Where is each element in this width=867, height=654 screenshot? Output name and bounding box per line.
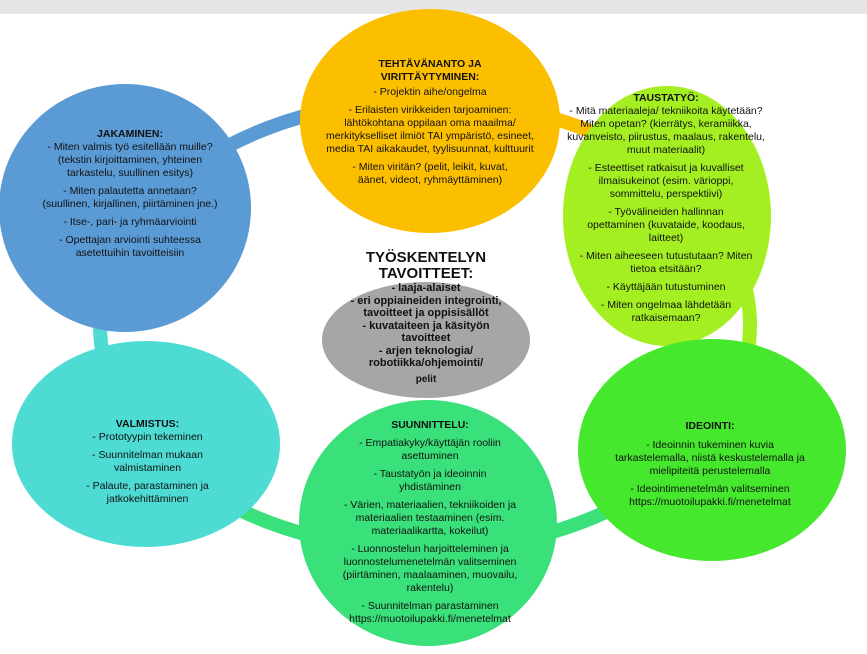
node-item: - Itse-, pari- ja ryhmäarviointi [63,216,197,228]
node-item: - Miten viritän? (pelit, leikit, kuvat, … [352,161,508,186]
node-item: - Luonnostelun harjoitteleminen ja luonn… [342,543,518,594]
node-item: - laaja-alaiset [391,282,461,294]
node-item: - Projektin aihe/ongelma [373,86,487,98]
node-item: - Miten palautetta annetaan? (suullinen,… [42,185,218,210]
node-shape-tehtavananto [300,9,560,233]
node-item: - Miten valmis työ esitellään muille? (t… [47,141,213,179]
node-title: TEHTÄVÄNANTO JA VIRITTÄYTYMINEN: [378,58,482,83]
node-title: VALMISTUS: [115,418,180,430]
node-taustatyo: TAUSTATYÖ: - Mitä materiaaleja/ tekniiko… [566,92,766,332]
node-item: - Miten aiheeseen tutustutaan? Miten tie… [579,250,753,275]
node-item: - Erilaisten virikkeiden tarjoaminen: lä… [326,104,534,155]
node-valmistus: VALMISTUS: - Prototyypin tekeminen - Suu… [70,418,225,508]
node-item: - eri oppiaineiden integrointi, tavoitte… [350,294,502,320]
node-item: - Suunnitelman parastaminen https://muot… [349,600,511,625]
node-shape-taustatyo [563,86,771,346]
node-title: JAKAMINEN: [97,128,163,140]
node-title: IDEOINTI: [685,420,735,432]
node-shape-tavoitteet [322,282,530,398]
node-title: SUUNNITTELU: [391,419,469,431]
node-title: TAUSTATYÖ: [633,92,699,104]
node-shape-suunnittelu [299,400,557,646]
node-shape-jakaminen [0,84,251,332]
node-tehtavananto: TEHTÄVÄNANTO JA VIRITTÄYTYMINEN: - Proje… [320,40,540,210]
node-item: - Esteettiset ratkaisut ja kuvalliset il… [588,162,744,200]
node-item: - Empatiakyky/käyttäjän rooliin asettumi… [359,437,501,462]
top-bar [0,0,867,14]
node-ideointi: IDEOINTI: - Ideoinnin tukeminen kuvia ta… [610,420,810,510]
node-item: - Ideointimenetelmän valitseminen https:… [629,483,791,508]
node-item: - Ideoinnin tukeminen kuvia tarkastelema… [615,439,805,477]
node-tavoitteet: - laaja-alaiset - eri oppiaineiden integ… [330,282,522,386]
node-item: - Suunnitelman mukaan valmistaminen [92,449,203,474]
node-item: - Palaute, parastaminen ja jatkokehittäm… [86,480,209,505]
node-suunnittelu: SUUNNITTELU: - Empatiakyky/käyttäjän roo… [325,419,535,634]
node-item: - Värien, materiaalien, tekniikoiden ja … [343,499,517,537]
node-shape-ideointi [578,339,846,561]
node-shape-valmistus [12,341,280,547]
node-item: - Taustatyön ja ideoinnin yhdistäminen [373,468,487,493]
node-item: - Mitä materiaaleja/ tekniikoita käytetä… [567,105,765,156]
node-item: - kuvataiteen ja käsityön tavoitteet [362,319,490,345]
node-item: - Työvälineiden hallinnan opettaminen (k… [587,206,745,244]
node-item: pelit [415,373,437,385]
node-title-tavoitteet: TYÖSKENTELYN TAVOITTEET: [365,249,487,282]
node-item: - arjen teknologia/ robotiikka/ohjemoint… [368,344,484,370]
node-jakaminen: JAKAMINEN: - Miten valmis työ esitellään… [40,128,220,298]
node-item: - Käyttäjään tutustuminen [606,281,726,293]
node-item: - Prototyypin tekeminen [92,431,203,443]
node-item: - Miten ongelmaa lähdetään ratkaisemaan? [600,299,732,324]
node-item: - Opettajan arviointi suhteessa asetettu… [59,234,201,259]
